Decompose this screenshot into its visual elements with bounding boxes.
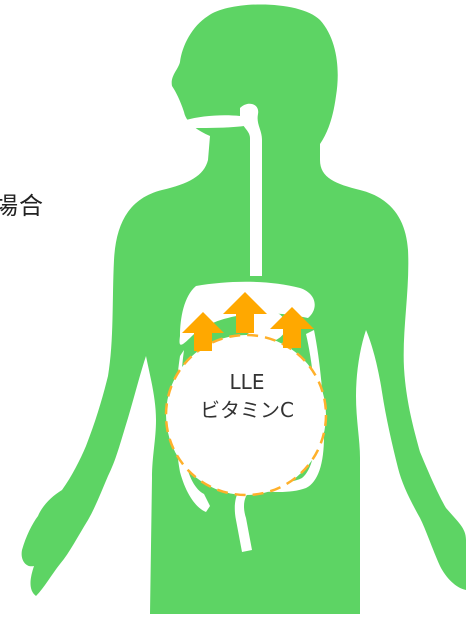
circle-label-line2: ビタミンC	[200, 398, 294, 422]
side-text: 場合	[0, 192, 44, 220]
circle-label: LLE ビタミンC	[180, 368, 314, 424]
up-arrow-icon	[270, 307, 314, 348]
absorption-circle	[164, 333, 328, 497]
up-arrow-icon	[182, 312, 224, 351]
up-arrow-icon	[223, 292, 267, 333]
circle-label-line1: LLE	[229, 370, 265, 394]
